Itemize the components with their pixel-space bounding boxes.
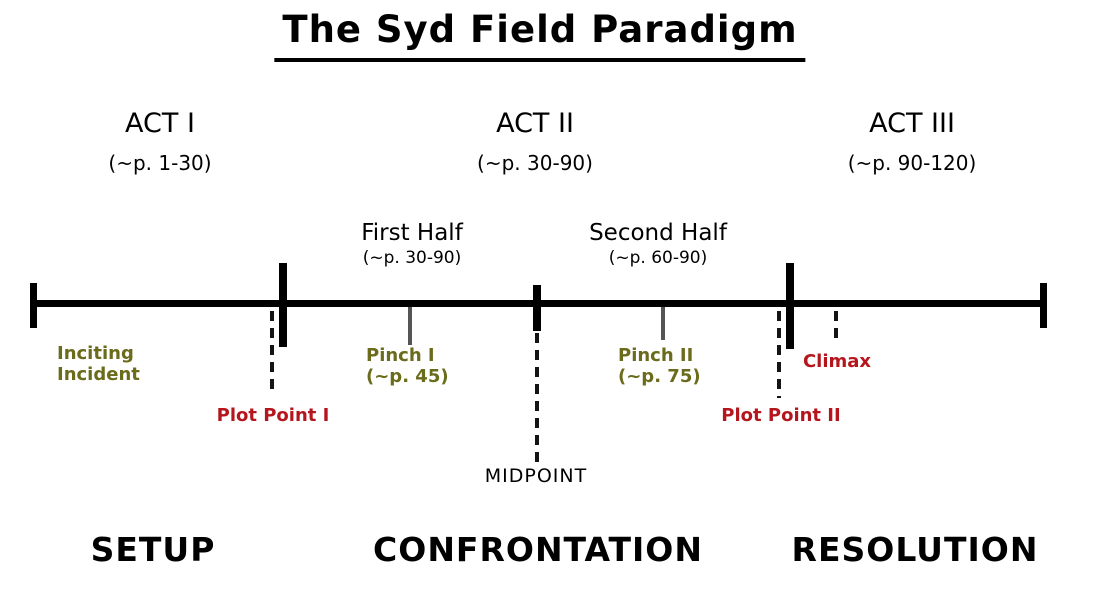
phase-confrontation: CONFRONTATION — [373, 530, 703, 569]
second-half-header: Second Half (~p. 60-90) — [589, 220, 727, 268]
pinch-2-label: Pinch II (~p. 75) — [618, 345, 701, 387]
inciting-incident-line1: Inciting — [57, 343, 134, 364]
pinch-2-tick — [661, 307, 665, 340]
diagram-title: The Syd Field Paradigm — [274, 8, 806, 62]
act-1-name: ACT I — [125, 108, 195, 139]
pinch-1-label: Pinch I (~p. 45) — [366, 345, 449, 387]
act-2-header: ACT II (~p. 30-90) — [477, 108, 593, 175]
second-half-pages: (~p. 60-90) — [608, 248, 708, 268]
plot-point-2-label: Plot Point II — [721, 405, 841, 426]
pinch-1-line1: Pinch I — [366, 345, 435, 366]
phase-resolution: RESOLUTION — [791, 530, 1039, 569]
act-break-bar-1 — [279, 263, 287, 347]
timeline-right-endcap — [1040, 283, 1047, 328]
midpoint-label: MIDPOINT — [484, 465, 588, 487]
act-break-bar-2 — [786, 263, 794, 349]
act-3-name: ACT III — [869, 108, 955, 139]
inciting-incident-line2: Incident — [57, 364, 140, 385]
first-half-name: First Half — [361, 220, 463, 246]
climax-label: Climax — [802, 351, 872, 372]
plot-point-1-dashed-line — [270, 311, 274, 396]
act-3-header: ACT III (~p. 90-120) — [848, 108, 977, 175]
climax-dashed-line — [834, 311, 838, 341]
plot-point-1-label: Plot Point I — [216, 405, 330, 426]
act-1-header: ACT I (~p. 1-30) — [108, 108, 211, 175]
timeline-left-endcap — [30, 283, 37, 328]
inciting-incident-label: Inciting Incident — [57, 343, 140, 385]
plot-point-2-dashed-line — [777, 311, 781, 398]
pinch-1-line2: (~p. 45) — [366, 366, 449, 387]
first-half-header: First Half (~p. 30-90) — [361, 220, 463, 268]
pinch-1-tick — [408, 307, 412, 345]
act-1-pages: (~p. 1-30) — [108, 151, 212, 175]
pinch-2-line2: (~p. 75) — [618, 366, 701, 387]
act-3-pages: (~p. 90-120) — [847, 151, 977, 175]
second-half-name: Second Half — [589, 220, 727, 246]
phase-setup: SETUP — [90, 530, 216, 569]
first-half-pages: (~p. 30-90) — [362, 248, 462, 268]
midpoint-bar — [533, 285, 541, 331]
pinch-2-line1: Pinch II — [618, 345, 694, 366]
midpoint-dashed-line — [535, 333, 539, 463]
act-2-name: ACT II — [496, 108, 574, 139]
act-2-pages: (~p. 30-90) — [477, 151, 593, 175]
